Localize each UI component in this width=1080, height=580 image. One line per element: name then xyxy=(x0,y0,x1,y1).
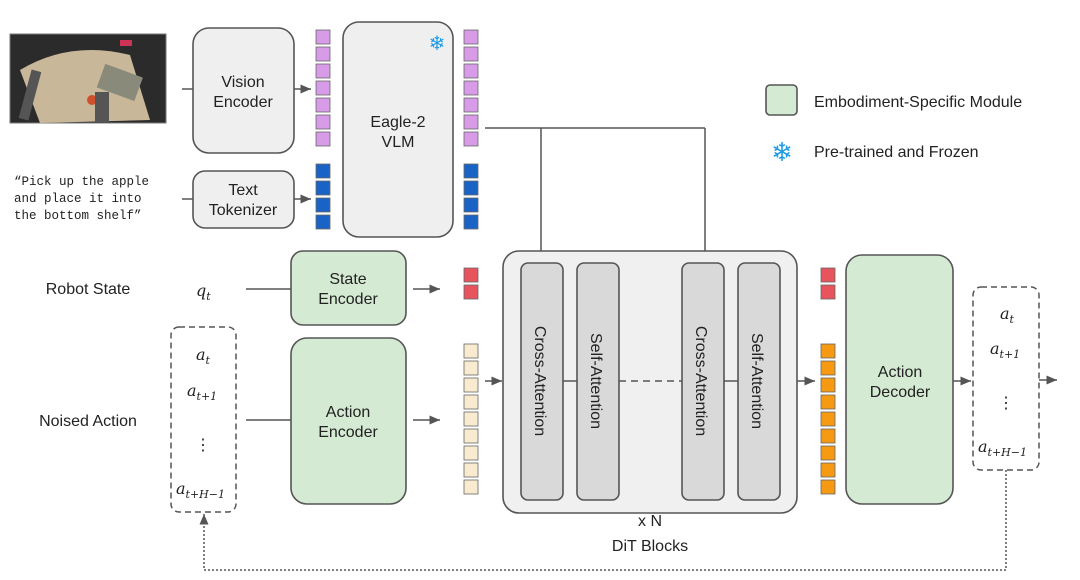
legend-frozen-label: Pre-trained and Frozen xyxy=(814,144,979,161)
svg-text:Action: Action xyxy=(878,364,922,381)
svg-text:at+1: at+1 xyxy=(990,339,1020,361)
dit-state-token xyxy=(820,284,836,300)
robot-state-label: Robot State xyxy=(46,281,131,298)
svg-text:⋮: ⋮ xyxy=(195,437,211,454)
robot-state-symbol: qt xyxy=(196,281,211,303)
svg-text:Vision: Vision xyxy=(221,74,264,91)
action-token xyxy=(463,394,479,410)
text-tokenizer: Text Tokenizer xyxy=(192,170,295,229)
vlm-text-token xyxy=(463,180,479,196)
feedback-loop-arrow xyxy=(199,470,1007,571)
svg-text:State: State xyxy=(329,271,366,288)
eagle-2-vlm: Eagle-2 VLM ❄ xyxy=(342,21,454,238)
vlm-text-token xyxy=(463,163,479,179)
svg-text:⋮: ⋮ xyxy=(998,395,1014,412)
legend-embodiment-label: Embodiment-Specific Module xyxy=(814,94,1022,111)
dit-output-token xyxy=(820,462,836,478)
svg-text:at+1: at+1 xyxy=(187,381,217,403)
vision-token xyxy=(315,46,331,62)
svg-text:at+H−1: at+H−1 xyxy=(176,479,225,501)
dit-output-token xyxy=(820,445,836,461)
state-token xyxy=(463,267,479,283)
vlm-vision-token xyxy=(463,29,479,45)
svg-text:Eagle-2: Eagle-2 xyxy=(370,114,425,131)
text-token xyxy=(315,180,331,196)
dit-state-token xyxy=(820,267,836,283)
dit-output-token xyxy=(820,360,836,376)
predicted-action-sequence: at at+1 ⋮ at+H−1 xyxy=(972,286,1040,471)
svg-text:Cross-Attention: Cross-Attention xyxy=(692,326,709,436)
svg-text:at+H−1: at+H−1 xyxy=(978,437,1027,459)
text-token xyxy=(315,163,331,179)
snowflake-icon: ❄ xyxy=(429,33,446,55)
noised-action-sequence: at at+1 ⋮ at+H−1 xyxy=(170,326,237,513)
svg-text:Encoder: Encoder xyxy=(318,424,378,441)
dit-output-token xyxy=(820,411,836,427)
dit-output-token xyxy=(820,377,836,393)
svg-text:Decoder: Decoder xyxy=(870,384,931,401)
svg-text:Self-Attention: Self-Attention xyxy=(587,333,604,429)
vision-encoder: Vision Encoder xyxy=(192,27,295,154)
cross-attention-block: Cross-Attention xyxy=(681,262,725,501)
state-token xyxy=(463,284,479,300)
vision-token xyxy=(315,29,331,45)
legend-embodiment-swatch xyxy=(765,84,798,116)
svg-text:Action: Action xyxy=(326,404,370,421)
text-token xyxy=(315,214,331,230)
noised-action-label: Noised Action xyxy=(39,413,137,430)
svg-text:at: at xyxy=(196,345,211,367)
vlm-vision-token xyxy=(463,131,479,147)
dit-blocks: Cross-Attention Self-Attention Cross-Att… xyxy=(502,250,798,514)
svg-text:Tokenizer: Tokenizer xyxy=(209,202,278,219)
svg-text:Encoder: Encoder xyxy=(318,291,378,308)
action-token xyxy=(463,343,479,359)
state-encoder: State Encoder xyxy=(290,250,407,326)
cross-attention-block: Cross-Attention xyxy=(520,262,564,501)
dit-output-token xyxy=(820,394,836,410)
self-attention-block: Self-Attention xyxy=(576,262,620,501)
action-encoder: Action Encoder xyxy=(290,337,407,505)
vlm-vision-token xyxy=(463,46,479,62)
vlm-text-token xyxy=(463,214,479,230)
dit-repeat-label: x N xyxy=(638,513,662,530)
svg-text:Encoder: Encoder xyxy=(213,94,273,111)
self-attention-block: Self-Attention xyxy=(737,262,781,501)
svg-text:VLM: VLM xyxy=(382,134,415,151)
action-decoder: Action Decoder xyxy=(845,254,954,505)
vision-token xyxy=(315,114,331,130)
action-token xyxy=(463,411,479,427)
dit-output-token xyxy=(820,479,836,495)
vlm-text-token xyxy=(463,197,479,213)
svg-text:Cross-Attention: Cross-Attention xyxy=(531,326,548,436)
snowflake-icon: ❄ xyxy=(771,137,793,167)
action-token xyxy=(463,462,479,478)
vision-token xyxy=(315,131,331,147)
legend: Embodiment-Specific Module ❄ Pre-trained… xyxy=(765,84,1022,167)
svg-text:at: at xyxy=(1000,304,1015,326)
action-token xyxy=(463,428,479,444)
action-token xyxy=(463,360,479,376)
vlm-vision-token xyxy=(463,114,479,130)
action-token xyxy=(463,479,479,495)
robot-camera-image xyxy=(9,33,167,124)
vision-token xyxy=(315,97,331,113)
action-token xyxy=(463,377,479,393)
action-token xyxy=(463,445,479,461)
text-token xyxy=(315,197,331,213)
vision-token xyxy=(315,80,331,96)
dit-output-token xyxy=(820,428,836,444)
svg-text:Self-Attention: Self-Attention xyxy=(748,333,765,429)
vision-token xyxy=(315,63,331,79)
dit-output-token xyxy=(820,343,836,359)
vlm-vision-token xyxy=(463,80,479,96)
instruction-text: “Pick up the apple and place it into the… xyxy=(14,175,157,223)
vlm-vision-token xyxy=(463,97,479,113)
dit-title: DiT Blocks xyxy=(612,538,688,555)
vlm-vision-token xyxy=(463,63,479,79)
svg-text:Text: Text xyxy=(228,182,258,199)
